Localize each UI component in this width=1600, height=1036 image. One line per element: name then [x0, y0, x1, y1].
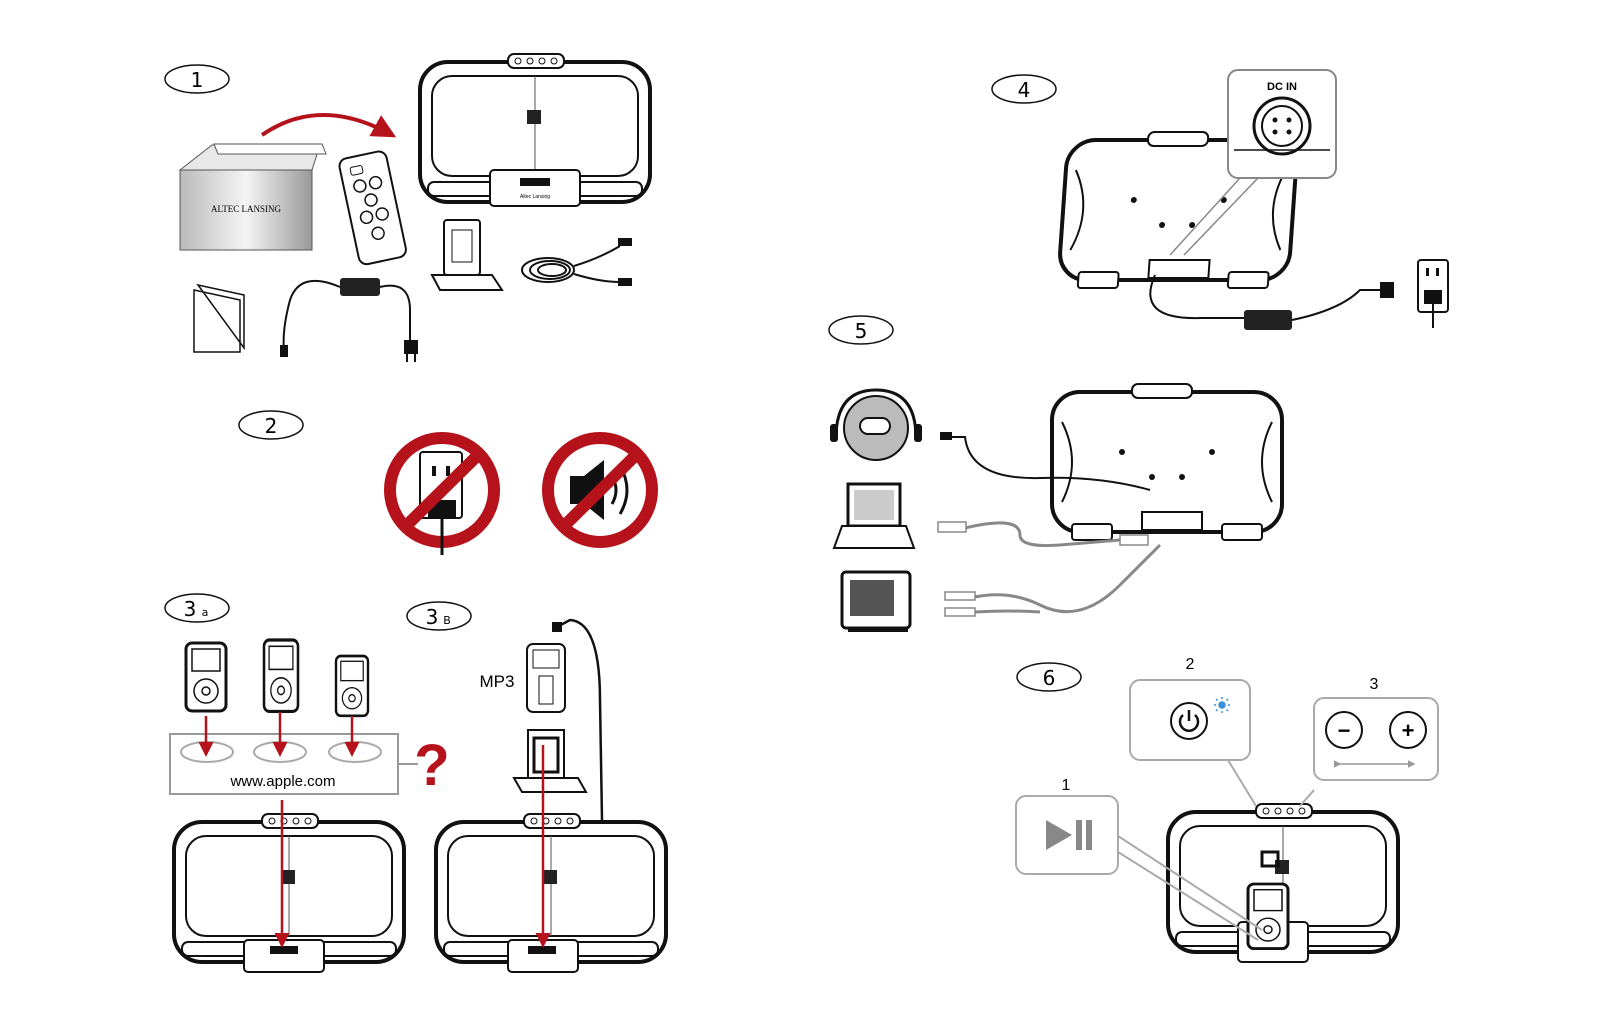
step-2-badge	[238, 410, 304, 440]
minus-icon	[1325, 711, 1363, 749]
callout-line	[1169, 177, 1241, 256]
plus-icon	[1389, 711, 1427, 749]
step-3a-badge	[164, 593, 230, 623]
tv-icon	[840, 570, 912, 632]
speaker-dock-icon	[172, 812, 406, 973]
ipod-icon	[184, 641, 228, 713]
ac-adapter-icon	[1244, 310, 1292, 330]
step-3b-badge	[406, 601, 472, 631]
callout-line	[1299, 789, 1315, 807]
callout-line	[1227, 759, 1257, 807]
aux-cable-icon	[521, 238, 632, 286]
step-6-badge	[1016, 662, 1082, 692]
mp3-player-icon	[526, 643, 566, 713]
step-1-number: 1	[191, 68, 204, 92]
ipod-icon	[1246, 882, 1290, 951]
step-2: 2	[238, 410, 658, 555]
no-outlet-icon	[384, 432, 500, 555]
step-5-number: 5	[855, 319, 868, 343]
dock-adapter-icon	[512, 729, 588, 793]
step-6: 6 1 2 3 − +	[1015, 656, 1439, 963]
step-3b-number: 3	[426, 605, 439, 629]
dock-brand: Altec Lansing	[520, 194, 550, 200]
dock-adapter-icon	[430, 219, 504, 291]
dc-in-label: DC IN	[1267, 81, 1297, 93]
laptop-icon	[832, 482, 916, 549]
step-3b-sub: B	[443, 614, 451, 627]
rca-cable	[974, 543, 1162, 614]
step-4-badge	[991, 74, 1057, 104]
minus-symbol: −	[1338, 718, 1351, 743]
wall-outlet-icon	[1417, 259, 1449, 328]
question-mark: ?	[414, 733, 449, 798]
step-3a-sub: a	[202, 606, 209, 619]
step-3a-number: 3	[184, 597, 197, 621]
mp3-label: MP3	[480, 672, 515, 691]
ipod-icon	[334, 654, 370, 718]
step-3b: 3 B MP3	[406, 601, 668, 973]
callout-line	[1183, 177, 1259, 256]
apple-url: www.apple.com	[229, 773, 335, 790]
speaker-dock-icon: Altec Lansing	[418, 52, 652, 207]
step-4: 4 DC IN	[991, 69, 1449, 330]
control-label-2: 2	[1186, 656, 1195, 673]
no-sound-icon	[542, 432, 658, 548]
remote-icon	[338, 150, 407, 266]
packaging-box: ALTEC LANSING	[178, 143, 327, 251]
box-brand: ALTEC LANSING	[211, 204, 281, 214]
control-label-3: 3	[1370, 676, 1379, 693]
plus-symbol: +	[1402, 718, 1415, 743]
led-indicator-icon	[1214, 697, 1230, 713]
control-label-1: 1	[1062, 777, 1071, 794]
unpack-arrow	[260, 113, 397, 138]
usb-cable	[964, 521, 1121, 547]
power-plug	[1380, 282, 1394, 298]
step-5-badge	[828, 315, 894, 345]
ac-adapter-icon	[280, 278, 418, 362]
speaker-back-icon	[1050, 382, 1284, 542]
step-1: 1 ALTEC LANSING Altec Lansing	[164, 52, 652, 362]
step-3a: 3 a www.apple.com ?	[164, 593, 450, 973]
step-2-number: 2	[265, 414, 278, 438]
manual-icon	[193, 283, 245, 353]
dock-adapter-outline	[328, 741, 382, 763]
callout-line	[1117, 851, 1259, 941]
step-6-number: 6	[1043, 666, 1056, 690]
step-5: 5	[828, 315, 1284, 632]
power-cable	[1149, 274, 1245, 320]
speaker-dock-icon	[434, 812, 668, 973]
ipod-icon	[262, 638, 300, 713]
step-4-number: 4	[1018, 78, 1031, 102]
aux-plug	[552, 622, 562, 632]
cd-player-icon	[830, 388, 922, 461]
callout-line	[1117, 835, 1263, 931]
play-pause-icon	[1046, 820, 1092, 850]
aux-cable-icon	[950, 436, 1151, 491]
step-1-badge	[164, 64, 230, 94]
